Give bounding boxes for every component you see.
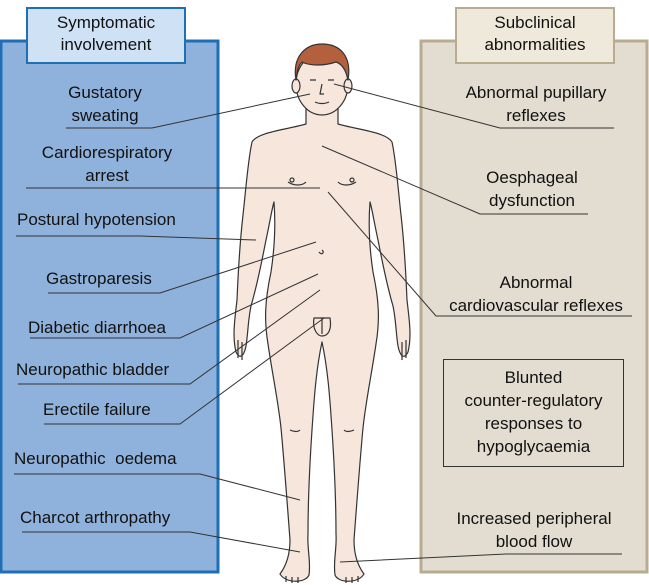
label-gastroparesis: Gastroparesis (46, 269, 152, 288)
right-title-line1: Subclinical (494, 13, 576, 32)
leader-neuropathic-bladder (18, 289, 321, 385)
left-title-line1: Symptomatic (56, 13, 156, 32)
left-panel-box (0, 39, 220, 574)
label-erectile-failure: Erectile failure (43, 400, 151, 419)
leader-gastroparesis (48, 241, 317, 294)
label-neuropathic-oedema: Neuropathic oedema (14, 449, 177, 468)
left-panel-title: Symptomatic involvement (26, 7, 186, 64)
leader-diabetic-diarrhoea (30, 273, 319, 339)
label-cardiorespiratory-arrest: Cardiorespiratory arrest (41, 143, 173, 185)
label-counter-regulatory-box: Blunted counter-regulatory responses to … (443, 359, 624, 467)
label-peripheral-blood-flow: Increased peripheral blood flow (456, 509, 612, 551)
leader-gustatory-sweating (66, 93, 311, 129)
leader-cardiovascular-reflexes (327, 191, 632, 317)
label-oesophageal-dysfunction: Oesphageal dysfunction (486, 168, 578, 210)
label-neuropathic-bladder: Neuropathic bladder (16, 360, 170, 379)
label-gustatory-sweating: Gustatory sweating (68, 83, 142, 125)
human-figure (233, 43, 411, 583)
label-diabetic-diarrhoea: Diabetic diarrhoea (28, 318, 166, 337)
right-title-line2: abnormalities (484, 35, 586, 54)
label-charcot-arthropathy: Charcot arthropathy (20, 508, 171, 527)
label-pupillary-reflexes: Abnormal pupillary reflexes (465, 83, 607, 125)
leader-charcot-arthropathy (22, 531, 301, 553)
leader-lines (14, 83, 632, 563)
leader-postural-hypotension (16, 235, 257, 241)
leader-pupillary-reflexes (333, 83, 614, 129)
leader-oesophageal-dysfunction (321, 145, 588, 215)
leader-erectile-failure (44, 317, 325, 425)
right-panel-title: Subclinical abnormalities (455, 7, 615, 64)
leader-peripheral-blood-flow (339, 553, 622, 563)
label-postural-hypotension: Postural hypotension (17, 210, 176, 229)
leader-neuropathic-oedema (14, 473, 301, 501)
label-cardiovascular-reflexes: Abnormal cardiovascular reflexes (449, 273, 623, 315)
left-title-line2: involvement (60, 35, 152, 54)
right-panel-box (419, 39, 649, 574)
